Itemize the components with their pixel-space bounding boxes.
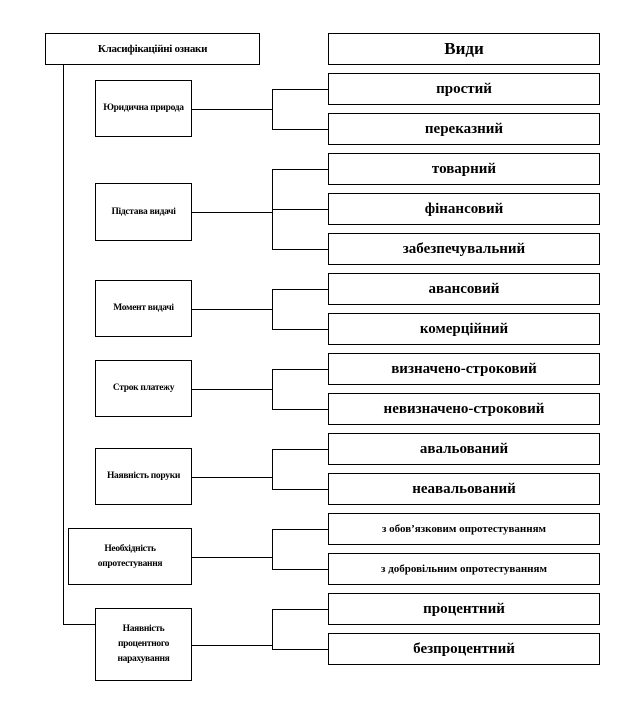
type-box: забезпечувальний (328, 233, 600, 265)
type-connector (272, 329, 328, 330)
classification-features-header: Класифікаційні ознаки (45, 33, 260, 65)
category-box: Строк платежу (95, 360, 192, 417)
type-box: фінансовий (328, 193, 600, 225)
type-box: авальований (328, 433, 600, 465)
category-connector (191, 212, 272, 213)
type-connector (272, 129, 328, 130)
type-connector (272, 369, 328, 370)
type-connector (272, 289, 328, 290)
category-connector (191, 309, 272, 310)
category-box: Момент видачі (95, 280, 192, 337)
category-connector (191, 645, 272, 646)
category-box: Юридична природа (95, 80, 192, 137)
type-connector (272, 489, 328, 490)
group-bracket-line (272, 369, 273, 410)
type-connector (272, 609, 328, 610)
types-header: Види (328, 33, 600, 65)
group-bracket-line (272, 529, 273, 570)
group-bracket-line (272, 169, 273, 250)
type-box: невизначено-строковий (328, 393, 600, 425)
type-connector (272, 649, 328, 650)
type-box: процентний (328, 593, 600, 625)
type-connector (272, 449, 328, 450)
type-connector (272, 169, 328, 170)
type-connector (272, 529, 328, 530)
type-box: товарний (328, 153, 600, 185)
category-box: Наявність процентного нарахування (95, 608, 192, 681)
category-box: Необхідність опротестування (68, 528, 192, 585)
type-connector (272, 209, 328, 210)
type-box: з обов’язковим опротестуванням (328, 513, 600, 545)
type-box: з добровільним опротестуванням (328, 553, 600, 585)
type-box: безпроцентний (328, 633, 600, 665)
main-connector-line (63, 64, 64, 625)
group-bracket-line (272, 449, 273, 490)
type-box: визначено-строковий (328, 353, 600, 385)
type-connector (272, 409, 328, 410)
group-bracket-line (272, 289, 273, 330)
type-box: комерційний (328, 313, 600, 345)
type-box: авансовий (328, 273, 600, 305)
category-box: Наявність поруки (95, 448, 192, 505)
category-connector (191, 557, 272, 558)
category-connector (191, 109, 272, 110)
type-box: неавальований (328, 473, 600, 505)
category-connector (191, 389, 272, 390)
main-connector-branch (63, 624, 96, 625)
type-connector (272, 569, 328, 570)
category-connector (191, 477, 272, 478)
type-box: простий (328, 73, 600, 105)
type-box: переказний (328, 113, 600, 145)
group-bracket-line (272, 89, 273, 130)
category-box: Підстава видачі (95, 183, 192, 241)
type-connector (272, 89, 328, 90)
type-connector (272, 249, 328, 250)
group-bracket-line (272, 609, 273, 650)
